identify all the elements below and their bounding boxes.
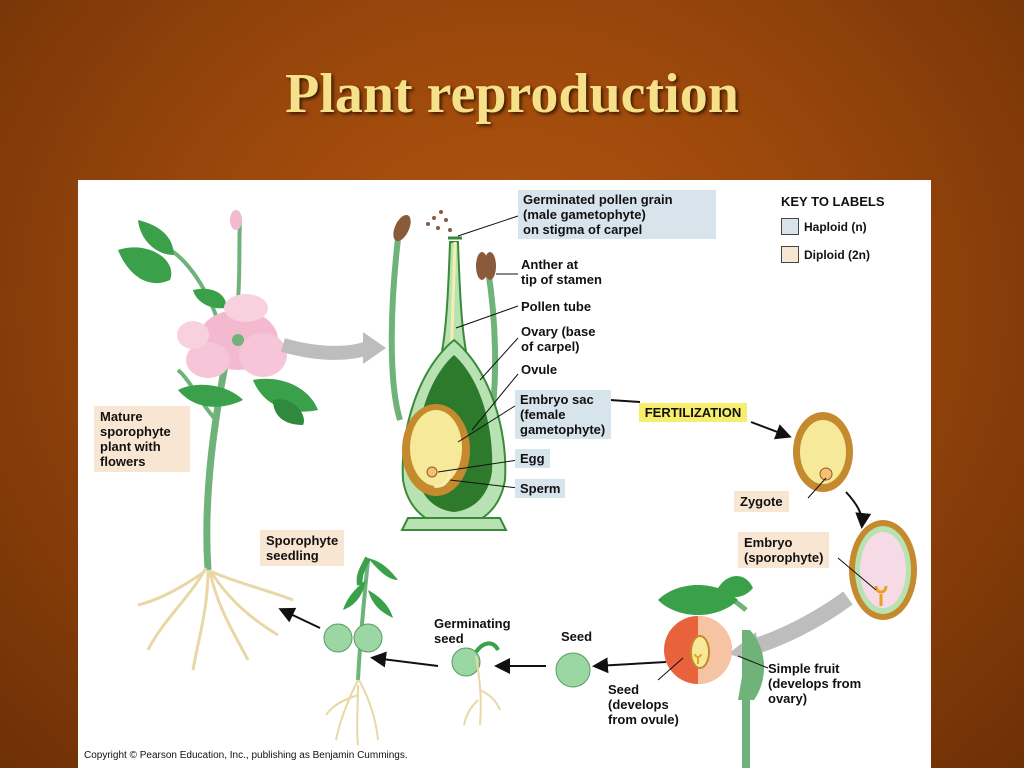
- mature-plant-illustration: [118, 210, 318, 671]
- label-ovule: Ovule: [521, 362, 558, 377]
- fertilization-label: FERTILIZATION: [639, 403, 747, 422]
- embryo-to-fruit-arrow: [747, 591, 853, 656]
- label-sporophyte-seedling: Sporophyte seedling: [260, 530, 345, 566]
- seedling-to-plant-arrow: [278, 607, 321, 629]
- fertilization-arrow: [750, 421, 792, 440]
- flower-cross-section: [388, 210, 508, 531]
- fruit-to-seed-arrow: [592, 657, 667, 674]
- label-germinated-pollen: Germinated pollen grain (male gametophyt…: [518, 190, 716, 239]
- label-pollen-tube: Pollen tube: [521, 299, 592, 314]
- magnify-arrow: [281, 338, 371, 360]
- reproduction-diagram: [118, 210, 917, 768]
- key-diploid: Diploid (2n): [781, 246, 870, 263]
- zygote-to-embryo-arrow: [845, 491, 872, 529]
- diploid-swatch: [781, 246, 799, 263]
- label-zygote: Zygote: [734, 491, 789, 512]
- germinating-to-seedling-arrow: [370, 651, 439, 668]
- label-egg: Egg: [515, 449, 550, 468]
- label-embryo: Embryo (sporophyte): [738, 532, 830, 568]
- seedling-illustration: [323, 556, 398, 746]
- label-germinating-seed: Germinating seed: [434, 616, 511, 646]
- key-haploid-label: Haploid (n): [804, 219, 867, 234]
- key-title: KEY TO LABELS: [781, 194, 885, 209]
- leader-lines: [437, 215, 519, 489]
- embryo-illustration: [837, 520, 917, 620]
- haploid-swatch: [781, 218, 799, 235]
- label-seed-develops: Seed (develops from ovule): [608, 682, 679, 727]
- key-haploid: Haploid (n): [781, 218, 867, 235]
- fruit-illustration: [657, 576, 769, 768]
- label-simple-fruit: Simple fruit (develops from ovary): [768, 661, 862, 706]
- label-ovary: Ovary (base of carpel): [521, 324, 596, 354]
- slide-title: Plant reproduction: [285, 63, 739, 125]
- zygote-illustration: [793, 412, 853, 499]
- fertilization-line: [609, 399, 641, 403]
- germinating-seed-illustration: [451, 641, 501, 726]
- label-sperm: Sperm: [515, 479, 566, 498]
- seed-illustration: [555, 652, 591, 688]
- label-anther: Anther at tip of stamen: [521, 257, 602, 287]
- label-seed: Seed: [561, 629, 593, 644]
- copyright-notice: Copyright © Pearson Education, Inc., pub…: [84, 750, 408, 761]
- label-mature-sporophyte: Mature sporophyte plant with flowers: [94, 406, 190, 472]
- label-embryo-sac: Embryo sac (female gametophyte): [515, 390, 611, 439]
- diagram-panel: Germinated pollen grain (male gametophyt…: [78, 180, 931, 768]
- key-diploid-label: Diploid (2n): [804, 247, 870, 262]
